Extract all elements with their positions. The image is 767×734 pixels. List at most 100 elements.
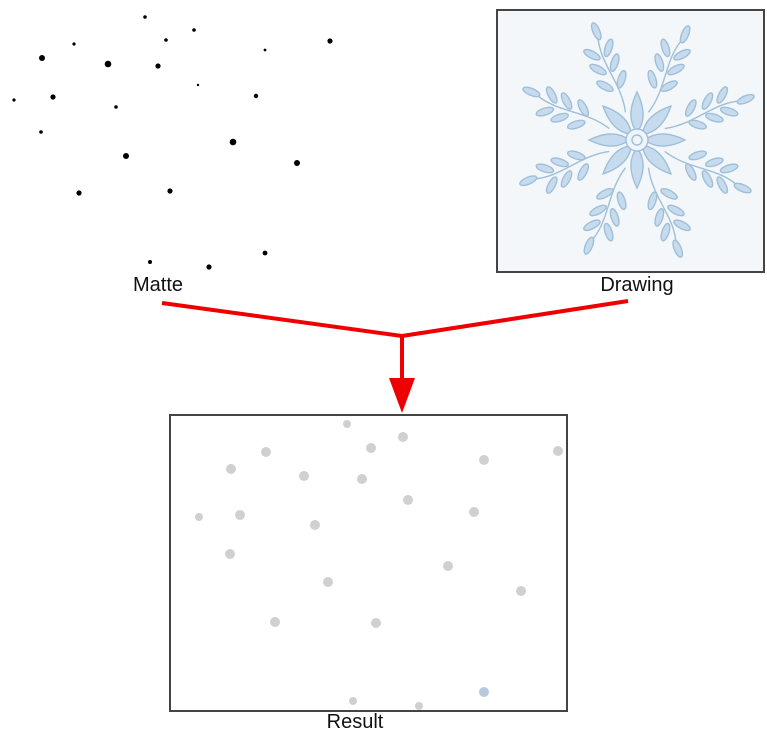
snowflake-leaf	[660, 80, 678, 93]
result-dot	[516, 586, 526, 596]
matte-dot	[192, 28, 196, 32]
snowflake-petal	[641, 104, 673, 136]
result-dot	[398, 432, 408, 442]
result-dot	[225, 549, 235, 559]
result-dot	[553, 446, 563, 456]
snowflake-leaf	[545, 176, 558, 194]
snowflake-leaf	[679, 25, 691, 44]
snowflake-leaf	[660, 222, 671, 242]
drawing-label: Drawing	[600, 274, 674, 296]
snowflake-leaf	[566, 119, 586, 130]
snowflake-icon	[519, 22, 755, 258]
result-label: Result	[326, 711, 384, 733]
snowflake-petal	[601, 144, 633, 176]
snowflake-petal	[641, 144, 673, 176]
matte-dot	[327, 38, 333, 44]
result-dot	[235, 510, 245, 520]
snowflake-leaf	[583, 48, 601, 61]
snowflake-branch	[583, 167, 627, 255]
snowflake-leaf	[596, 187, 614, 200]
matte-dot	[294, 160, 300, 166]
snowflake-leaf	[701, 170, 714, 188]
matte-panel	[12, 15, 333, 270]
matte-dot	[164, 38, 168, 42]
snowflake-petal	[643, 133, 687, 147]
snowflake-leaf	[654, 208, 665, 227]
matte-dot	[12, 98, 16, 102]
snowflake-branch	[522, 86, 610, 130]
result-dot	[403, 495, 413, 505]
snowflake-leaf	[684, 99, 697, 117]
snowflake-leaf	[667, 63, 685, 76]
snowflake-leaf	[684, 163, 697, 181]
snowflake-leaf	[535, 163, 555, 174]
snowflake-branch	[519, 150, 610, 194]
snowflake-branch	[647, 25, 691, 113]
snowflake-leaf	[583, 236, 595, 255]
snowflake-leaf	[673, 219, 691, 232]
snowflake-leaf	[705, 157, 724, 168]
matte-dot	[155, 63, 161, 69]
matte-dot	[253, 93, 259, 99]
snowflake-petal	[630, 146, 644, 190]
matte-dot	[263, 48, 267, 52]
snowflake-leaf	[654, 53, 665, 72]
matte-dot	[123, 153, 129, 159]
snowflake-center	[625, 128, 649, 152]
result-dot	[443, 561, 453, 571]
result-dot	[343, 420, 351, 428]
matte-dot	[104, 60, 112, 68]
snowflake-leaf	[550, 112, 569, 123]
snowflake-petal	[601, 104, 633, 136]
snowflake-leaf	[733, 182, 752, 194]
snowflake-leaf	[583, 219, 601, 232]
matte-dot	[72, 42, 76, 46]
snowflake-leaf	[577, 99, 590, 117]
snowflake-leaf	[609, 208, 620, 227]
matte-dot	[50, 94, 56, 100]
snowflake-branch	[664, 86, 755, 130]
combine-arrow	[161, 299, 629, 413]
snowflake-stem	[647, 167, 677, 246]
snowflake-leaf	[705, 112, 724, 123]
snowflake-leaf	[667, 204, 685, 217]
result-panel	[169, 414, 568, 712]
matte-dot	[39, 55, 45, 61]
snowflake-stem	[589, 167, 627, 243]
snowflake-leaf	[590, 22, 602, 41]
snowflake-leaf	[688, 119, 708, 130]
snowflake-leaf	[719, 106, 739, 117]
arrow-head	[389, 378, 415, 413]
result-dot	[261, 447, 271, 457]
snowflake-stem	[647, 37, 685, 113]
result-dot	[357, 474, 367, 484]
matte-dot	[76, 190, 82, 196]
result-dot	[479, 687, 489, 697]
snowflake-leaf	[589, 63, 607, 76]
drawing-panel	[496, 9, 765, 273]
snowflake-leaf	[616, 191, 627, 211]
snowflake-leaf	[616, 69, 627, 89]
snowflake-stem	[664, 150, 740, 188]
result-dots	[195, 420, 563, 710]
matte-dot	[229, 138, 237, 146]
result-dot	[349, 697, 357, 705]
result-dot	[299, 471, 309, 481]
snowflake-stem	[597, 34, 627, 113]
snowflake-petal	[587, 133, 631, 147]
result-dot	[270, 617, 280, 627]
matte-dot	[196, 83, 200, 87]
snowflake-leaf	[519, 175, 538, 187]
snowflake-leaf	[647, 69, 658, 89]
snowflake-leaf	[673, 48, 691, 61]
snowflake-drawing	[519, 22, 755, 258]
matte-dot	[39, 130, 43, 134]
snowflake-leaf	[577, 163, 590, 181]
matte-dot	[206, 264, 212, 270]
result-dot	[469, 507, 479, 517]
snowflake-core	[631, 134, 643, 146]
snowflake-leaf	[647, 191, 658, 211]
snowflake-leaf	[701, 92, 714, 110]
snowflake-leaf	[660, 187, 678, 200]
snowflake-branch	[647, 167, 691, 258]
